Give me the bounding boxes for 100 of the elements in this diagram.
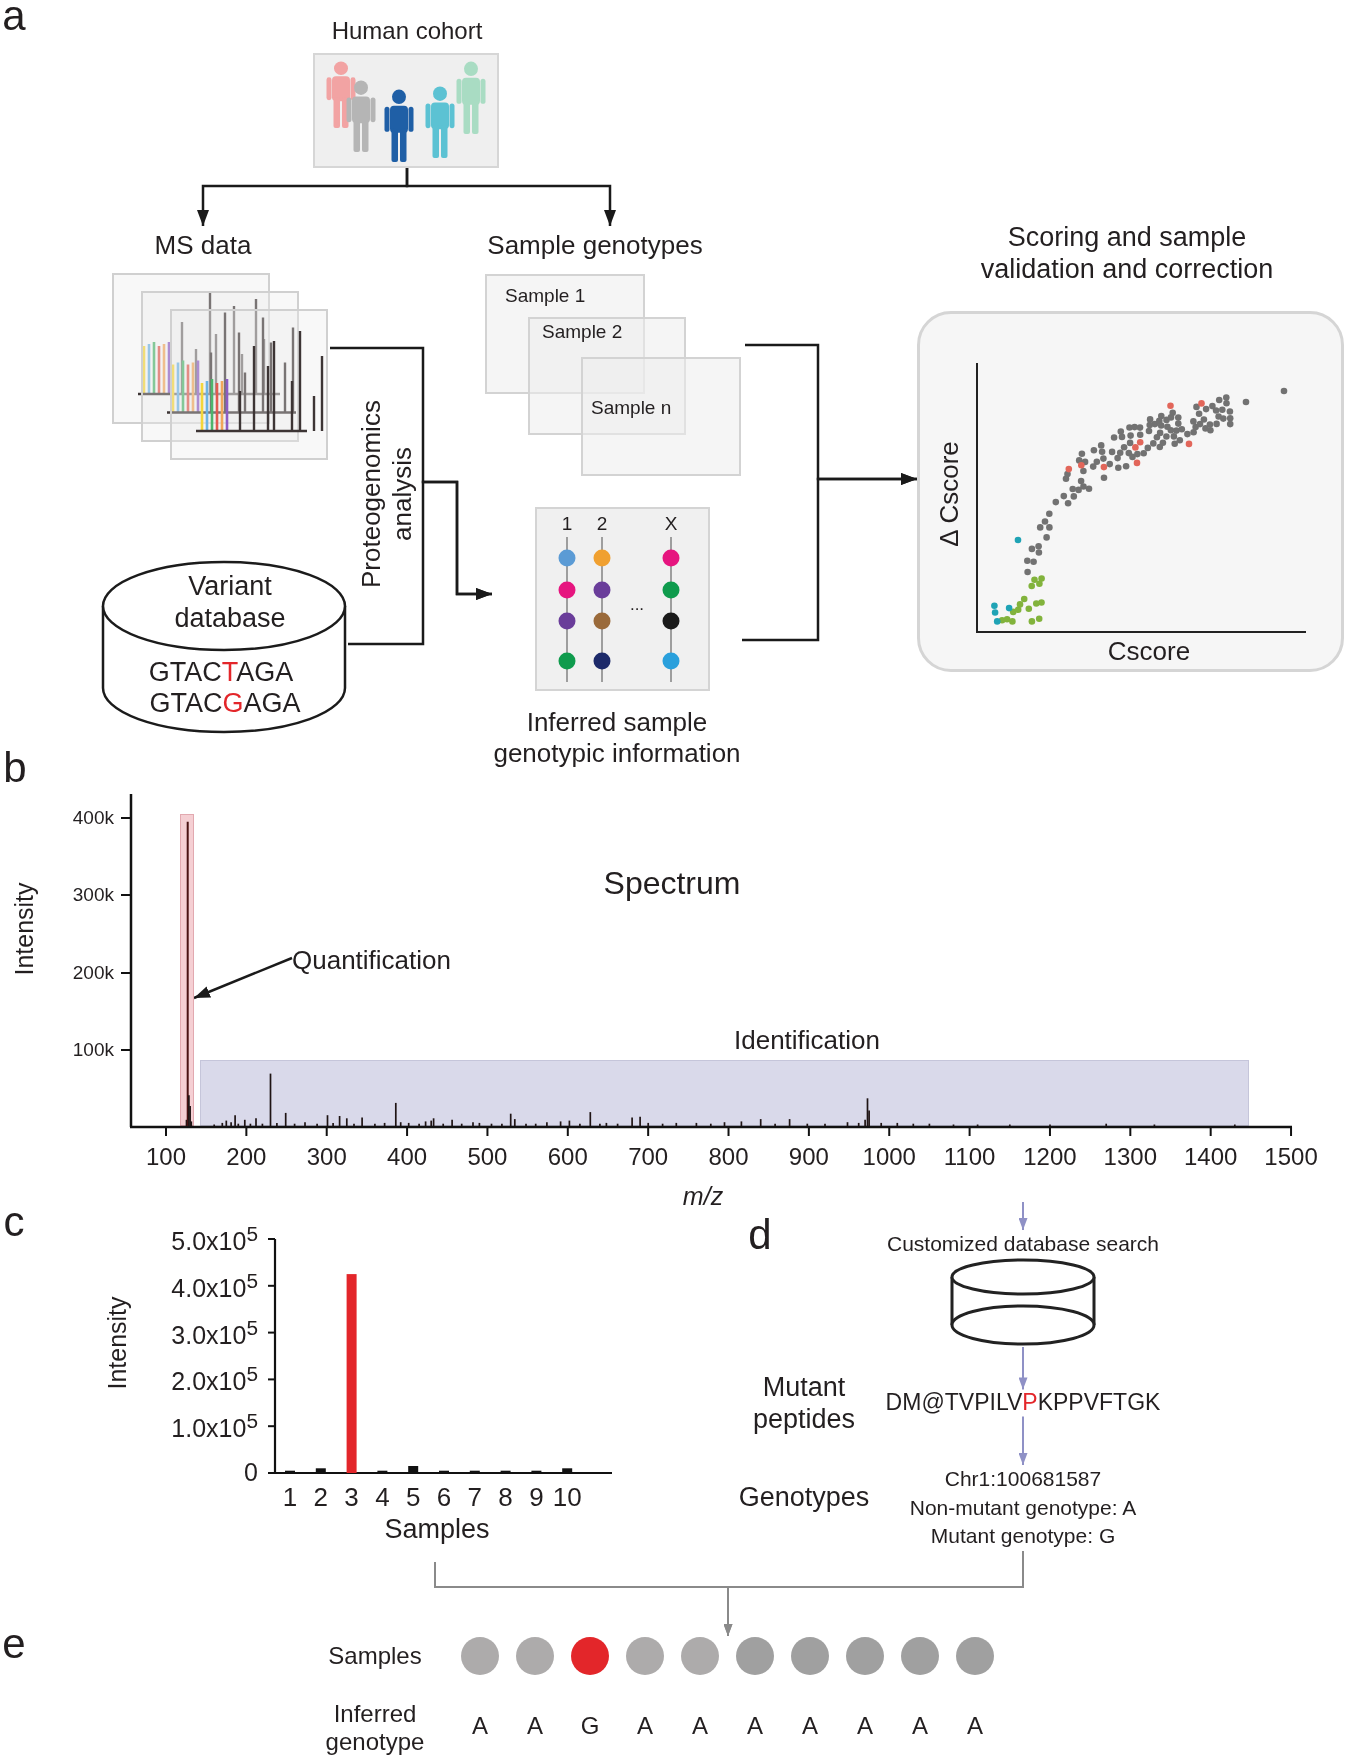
tick-label: 1.0x10$^{5}$ bbox=[171, 1408, 258, 1444]
tick-label: 8 bbox=[498, 1481, 513, 1513]
tick-label: 1300 bbox=[1103, 1142, 1157, 1172]
genotype-letter: G bbox=[580, 1711, 600, 1741]
axis-title: Intensity bbox=[10, 882, 40, 976]
genotype-line: Non-mutant genotype: A bbox=[909, 1495, 1137, 1520]
sample-circle bbox=[571, 1637, 609, 1675]
sample-circle bbox=[626, 1637, 664, 1675]
tick-label: 0 bbox=[244, 1458, 258, 1488]
panel-letter: b bbox=[3, 743, 27, 793]
tick-label: 400 bbox=[387, 1142, 428, 1172]
arrow bbox=[742, 473, 917, 642]
tick-label: 800 bbox=[708, 1142, 749, 1172]
tick-label: 2 bbox=[313, 1481, 329, 1513]
sample-circle bbox=[791, 1637, 829, 1675]
tick-label: 100k bbox=[72, 1038, 114, 1062]
tick-label: 300k bbox=[72, 883, 114, 907]
tick-label: 10 bbox=[552, 1481, 582, 1513]
sample-circle bbox=[461, 1637, 499, 1675]
panel-letter: e bbox=[2, 1619, 26, 1669]
arrow bbox=[405, 168, 616, 226]
panel-letter: d bbox=[748, 1210, 772, 1260]
tick-label: 5 bbox=[405, 1481, 421, 1513]
edge-label: Proteogenomics analysis bbox=[356, 399, 418, 590]
tick-label: 1500 bbox=[1264, 1142, 1318, 1172]
sample-circle bbox=[736, 1637, 774, 1675]
arrow bbox=[348, 480, 492, 646]
tick-label: 6 bbox=[436, 1481, 452, 1513]
tick-label: 1400 bbox=[1184, 1142, 1238, 1172]
genotype-letter: A bbox=[747, 1711, 763, 1741]
column-label: 1 bbox=[561, 512, 573, 536]
tick-label: 2.0x10$^{5}$ bbox=[171, 1362, 258, 1397]
sample-circle bbox=[681, 1637, 719, 1675]
tick-label: 5.0x10$^{5}$ bbox=[171, 1221, 258, 1257]
section-heading: Customized database search bbox=[887, 1231, 1159, 1257]
genotype-letter: A bbox=[637, 1711, 653, 1741]
tick-label: 300 bbox=[306, 1142, 347, 1172]
arrow bbox=[1018, 1201, 1028, 1231]
sample-circle bbox=[956, 1637, 994, 1675]
axis-title: Δ Cscore bbox=[933, 441, 965, 547]
panel-letter: a bbox=[2, 0, 26, 41]
axis-title: m/z bbox=[682, 1182, 724, 1212]
section-heading: Sample genotypes bbox=[487, 229, 703, 261]
sample-label: Sample 2 bbox=[542, 320, 623, 344]
tick-label: 4.0x10$^{5}$ bbox=[171, 1268, 258, 1304]
genotype-line: Mutant genotype: G bbox=[930, 1523, 1116, 1549]
section-heading: MS data bbox=[154, 229, 252, 261]
arrow bbox=[1018, 1415, 1028, 1466]
peptide-sequence: DM@TVPILVPKPPVFTGK bbox=[885, 1389, 1161, 1417]
tick-label: 200 bbox=[226, 1142, 267, 1172]
panel-letter: c bbox=[3, 1197, 25, 1247]
arrow bbox=[193, 956, 293, 1000]
column-label: X bbox=[664, 512, 678, 536]
row-label: Mutant peptides bbox=[751, 1372, 857, 1436]
axis-title: Samples bbox=[384, 1514, 490, 1546]
sample-circle bbox=[846, 1637, 884, 1675]
section-heading: Scoring and sample validation and correction bbox=[979, 222, 1275, 286]
chart-title: Spectrum bbox=[603, 865, 741, 903]
sample-circle bbox=[516, 1637, 554, 1675]
axis-title: Intensity bbox=[103, 1296, 133, 1390]
tick-label: 500 bbox=[467, 1142, 508, 1172]
genotype-line: Chr1:100681587 bbox=[944, 1466, 1102, 1492]
tick-label: 3 bbox=[344, 1481, 359, 1513]
dna-sequence: GTACGAGA bbox=[149, 688, 301, 720]
band-label: Identification bbox=[734, 1024, 880, 1056]
tick-label: 900 bbox=[788, 1142, 829, 1172]
sample-label: Sample n bbox=[591, 396, 672, 420]
node-caption: Inferred sample genotypic information bbox=[492, 707, 742, 769]
annotation-label: Quantification bbox=[292, 944, 451, 976]
row-label: Inferred genotype bbox=[324, 1699, 426, 1757]
genotype-letter: A bbox=[912, 1711, 928, 1741]
tick-label: 1000 bbox=[862, 1142, 916, 1172]
axis-title: Cscore bbox=[1107, 635, 1191, 667]
genotype-letter: A bbox=[802, 1711, 818, 1741]
arrow bbox=[723, 1550, 1024, 1637]
tick-label: 7 bbox=[467, 1481, 483, 1513]
section-heading: Human cohort bbox=[331, 16, 483, 46]
sample-circle bbox=[901, 1637, 939, 1675]
tick-label: 100 bbox=[146, 1142, 186, 1172]
sample-label: Sample 1 bbox=[505, 284, 586, 308]
arrow bbox=[1018, 1346, 1028, 1391]
tick-label: 4 bbox=[375, 1481, 390, 1513]
genotype-letter: A bbox=[857, 1711, 873, 1741]
tick-label: 700 bbox=[628, 1142, 669, 1172]
tick-label: 9 bbox=[529, 1481, 544, 1513]
genotype-letter: A bbox=[472, 1711, 488, 1741]
genotype-letter: A bbox=[967, 1711, 983, 1741]
tick-label: 1 bbox=[282, 1481, 298, 1513]
database-label: Variant database bbox=[173, 571, 287, 635]
dna-sequence: GTACTAGA bbox=[148, 657, 294, 689]
ellipsis-label: ... bbox=[629, 595, 645, 615]
row-label: Samples bbox=[328, 1641, 422, 1671]
tick-label: 3.0x10$^{5}$ bbox=[171, 1315, 258, 1350]
genotype-letter: A bbox=[692, 1711, 708, 1741]
row-label: Genotypes bbox=[738, 1482, 870, 1514]
genotype-letter: A bbox=[527, 1711, 543, 1741]
tick-label: 200k bbox=[72, 961, 114, 985]
tick-label: 600 bbox=[547, 1142, 588, 1172]
tick-label: 1200 bbox=[1023, 1142, 1077, 1172]
tick-label: 1100 bbox=[943, 1142, 996, 1172]
